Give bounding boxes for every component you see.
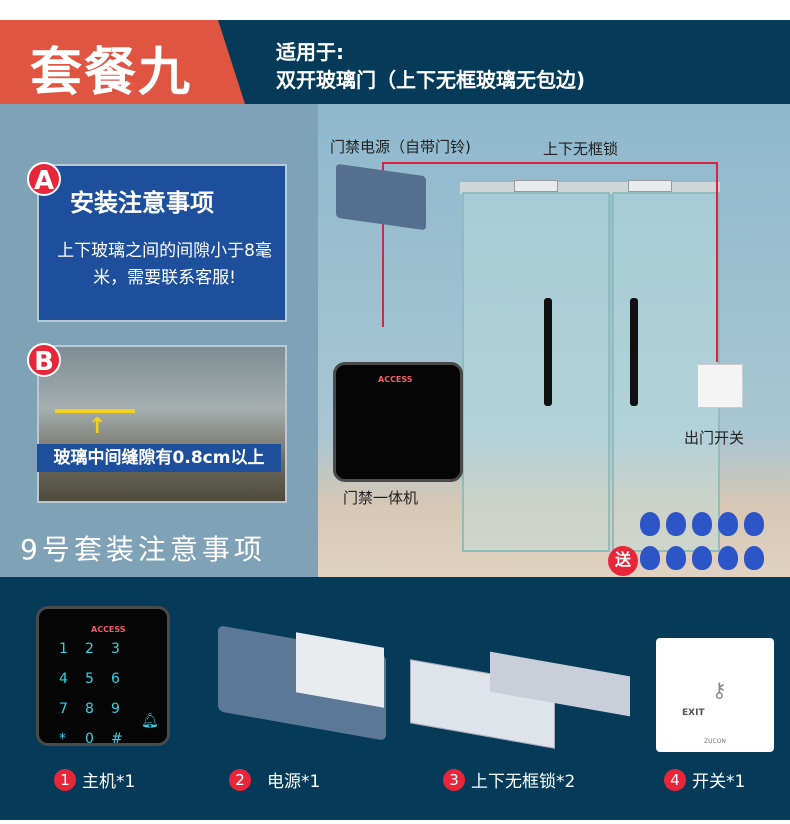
key: 4	[59, 671, 68, 687]
rfid-tag	[718, 546, 738, 570]
note-a-card	[37, 164, 287, 322]
arrow-up-icon: ↑	[88, 414, 107, 439]
rfid-tag	[744, 512, 764, 536]
note-b-caption: 玻璃中间缝隙有0.8cm以上	[37, 444, 281, 472]
power-supply-label: 门禁电源（自带门铃)	[330, 138, 471, 156]
door-handle-left	[544, 298, 552, 406]
exit-switch-label: 出门开关	[684, 429, 745, 447]
gap-marker	[55, 409, 135, 413]
notes-footer: 9号套装注意事项	[20, 533, 266, 566]
key-icon: ⚷	[712, 678, 727, 702]
door-handle-right	[630, 298, 638, 406]
key: 6	[111, 671, 120, 687]
note-a-body: 上下玻璃之间的间隙小于8毫米，需要联系客服!	[57, 241, 272, 288]
wire	[382, 162, 718, 164]
key: *	[59, 731, 66, 747]
gift-badge: 送	[608, 546, 638, 576]
note-a-badge: A	[27, 162, 61, 196]
key: 7	[59, 701, 68, 717]
exit-button-image	[697, 364, 743, 408]
header-red-tab	[0, 20, 245, 104]
key: 0	[85, 731, 94, 747]
rfid-tag	[718, 512, 738, 536]
key: 2	[85, 641, 94, 657]
key: 1	[59, 641, 68, 657]
note-b-badge: B	[27, 343, 61, 377]
rfid-tag	[666, 546, 686, 570]
note-a-title: 安装注意事项	[70, 189, 214, 217]
rfid-tag	[640, 512, 660, 536]
bell-icon: 🔔︎	[141, 713, 159, 729]
key: 9	[111, 701, 120, 717]
glass-door-left	[462, 192, 610, 552]
rfid-tag	[640, 546, 660, 570]
item-exit-switch-image: EXIT ZUCON ⚷	[656, 638, 774, 752]
applies-label: 适用于:	[276, 40, 344, 64]
keypad-keys: 1 2 3 4 5 6 7 8 9 * 0 #	[59, 641, 137, 747]
rfid-tag	[692, 546, 712, 570]
lock-label: 上下无框锁	[543, 140, 619, 158]
rfid-tag	[692, 512, 712, 536]
keypad-image: ACCESS	[333, 362, 463, 482]
applies-value: 双开玻璃门（上下无框玻璃无包边)	[276, 68, 586, 92]
note-b-photo	[37, 345, 287, 503]
package-title: 套餐九	[30, 43, 193, 103]
wire	[382, 162, 384, 327]
keypad-label: 门禁一体机	[343, 489, 419, 507]
key: #	[111, 731, 123, 747]
rfid-tag	[666, 512, 686, 536]
wire	[716, 162, 718, 362]
lock-right	[628, 180, 672, 192]
key: 5	[85, 671, 94, 687]
key: 3	[111, 641, 120, 657]
rfid-tag	[744, 546, 764, 570]
lock-left	[514, 180, 558, 192]
key: 8	[85, 701, 94, 717]
